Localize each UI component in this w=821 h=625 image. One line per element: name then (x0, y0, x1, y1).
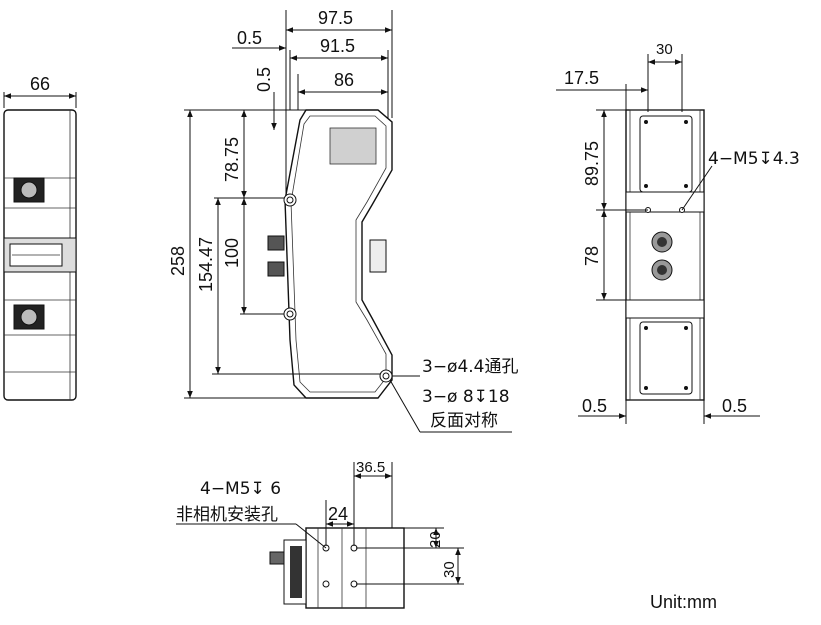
dim-front-inner-width: 86 (334, 70, 354, 90)
rear-view: 30 17.5 89.75 78 4−M5↧4.3 0.5 0.5 (556, 41, 800, 424)
dim-rear-height-lower: 78 (582, 246, 602, 266)
dim-rear-width: 30 (656, 41, 673, 58)
note-rear-thread: 4−M5↧4.3 (708, 149, 800, 169)
dim-front-height-lower: 154.47 (196, 237, 216, 292)
front-view: 97.5 0.5 91.5 86 0.5 78.75 258 154.47 10… (168, 8, 519, 433)
dim-front-hole-spacing: 100 (222, 238, 242, 268)
unit-label: Unit:mm (650, 592, 717, 612)
dim-front-height-upper: 78.75 (222, 137, 242, 182)
dim-front-total-height: 258 (168, 246, 188, 276)
dim-rear-margin-right: 0.5 (722, 396, 747, 416)
note-through-hole: 3−ø4.4通孔 (422, 357, 519, 377)
dim-front-offset-top: 0.5 (237, 28, 262, 48)
note-bottom-mount: 非相机安装孔 (176, 505, 278, 525)
side-view: 66 (3, 74, 77, 401)
note-symmetric: 反面对称 (430, 411, 498, 431)
dim-bottom-height-lower: 30 (441, 561, 458, 578)
note-bottom-thread: 4−M5↧ 6 (200, 479, 281, 499)
dim-rear-height-upper: 89.75 (582, 141, 602, 186)
dim-front-total-width: 97.5 (318, 8, 353, 28)
dim-front-offset-left: 0.5 (254, 67, 274, 92)
dim-rear-offset: 17.5 (564, 68, 599, 88)
dim-bottom-height-upper: 20 (427, 531, 444, 548)
note-counterbore: 3−ø 8↧18 (422, 387, 510, 407)
dim-front-mid-width: 91.5 (320, 36, 355, 56)
bottom-view: 36.5 24 20 30 4−M5↧ 6 非相机安装孔 (176, 459, 464, 609)
dim-bottom-width-outer: 36.5 (356, 459, 385, 476)
dim-rear-margin-left: 0.5 (582, 396, 607, 416)
dim-bottom-width-inner: 24 (328, 504, 348, 524)
dim-side-width: 66 (30, 74, 50, 94)
